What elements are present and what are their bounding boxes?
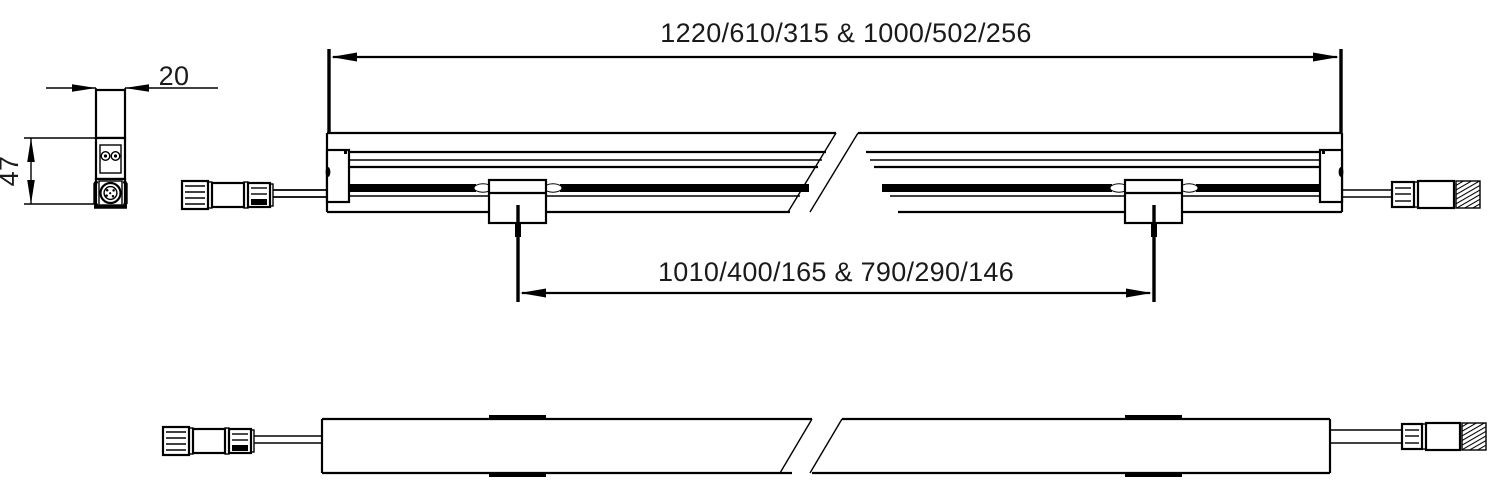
overall-dim-arrow-right (1313, 52, 1339, 62)
front-elevation-view: 1220/610/315 & 1000/502/256 (273, 18, 1481, 302)
overall-dim-arrow-left (331, 52, 357, 62)
height-dimension-group: 47 (0, 137, 96, 205)
height-dim-arrow-bottom (27, 180, 35, 204)
circular-pin-socket (99, 181, 122, 205)
end-section-view: 20 47 (0, 61, 218, 209)
profile-width-label: 20 (159, 61, 190, 91)
bottom-view-body-left (320, 415, 812, 477)
input-cable-connector (180, 179, 328, 211)
luminaire-body-left-segment (325, 131, 836, 214)
overall-length-dimension-group: 1220/610/315 & 1000/502/256 (327, 18, 1343, 133)
overall-length-label: 1220/610/315 & 1000/502/256 (660, 18, 1031, 48)
bottom-view-input-connector (161, 425, 322, 457)
fixing-screws (100, 150, 121, 161)
mounting-spacing-label: 1010/400/165 & 790/290/146 (658, 257, 1014, 287)
width-dimension-group: 20 (46, 61, 218, 92)
height-dim-arrow-top (27, 138, 35, 162)
break-line-symbol (787, 132, 859, 213)
bottom-view-break-symbol (779, 418, 843, 474)
end-view-profile-body (93, 88, 128, 209)
front-view-left-cable (273, 189, 327, 198)
output-cable-connector (1342, 179, 1481, 210)
mounting-spacing-dimension-group: 1010/400/165 & 790/290/146 (516, 205, 1156, 302)
width-dim-arrow-left (72, 84, 96, 92)
mounting-bracket-right (1109, 178, 1199, 237)
spacing-dim-arrow-right (1126, 288, 1152, 298)
profile-height-label: 47 (0, 156, 24, 187)
luminaire-body-right-segment (858, 131, 1344, 214)
width-dim-arrow-right (125, 84, 149, 92)
bottom-plan-view (161, 415, 1487, 477)
bottom-view-output-connector (1330, 421, 1487, 452)
bottom-view-body-right (812, 415, 1332, 477)
spacing-dim-arrow-left (520, 288, 546, 298)
